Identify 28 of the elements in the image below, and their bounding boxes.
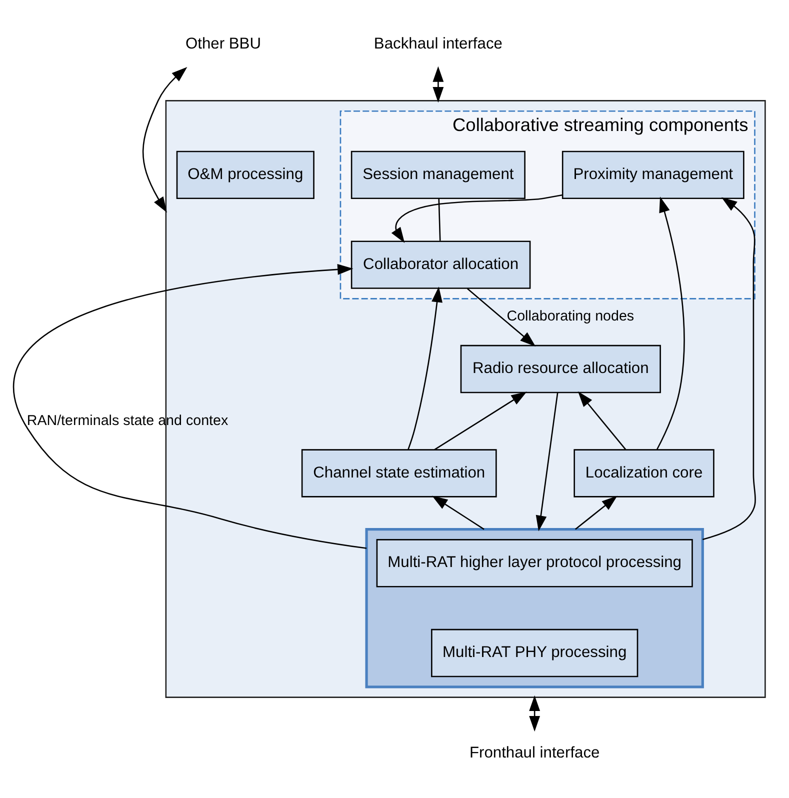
arrow — [529, 695, 540, 732]
node-box: Radio resource allocation — [460, 344, 661, 394]
arrow — [432, 496, 484, 530]
arrow — [391, 194, 563, 243]
arrow — [142, 67, 188, 213]
node-box: Multi-RAT PHY processing — [431, 628, 638, 678]
node-box: O&M processing — [176, 150, 314, 200]
connector — [438, 198, 441, 241]
node-box: Session management — [350, 150, 526, 200]
arrow — [14, 264, 367, 549]
arrow — [408, 286, 442, 450]
arrow — [578, 391, 626, 450]
node-text: Fronthaul interface — [469, 744, 600, 762]
node-box: Multi-RAT higher layer protocol processing — [376, 539, 693, 588]
node-box: Localization core — [574, 449, 714, 498]
node-box: Proximity management — [562, 150, 744, 200]
arrow — [575, 496, 618, 530]
node-text: Other BBU — [185, 36, 262, 53]
arrow — [432, 66, 444, 103]
node-box: Collaborator allocation — [350, 240, 531, 289]
arrow — [702, 197, 756, 540]
arrow — [536, 392, 558, 532]
arrow — [656, 196, 685, 450]
arrow — [434, 392, 527, 450]
cluster — [365, 528, 704, 688]
node-box: Channel state estimation — [301, 449, 497, 498]
edge-label: Collaborating nodes — [506, 308, 634, 325]
node-text: Backhaul interface — [374, 36, 502, 53]
